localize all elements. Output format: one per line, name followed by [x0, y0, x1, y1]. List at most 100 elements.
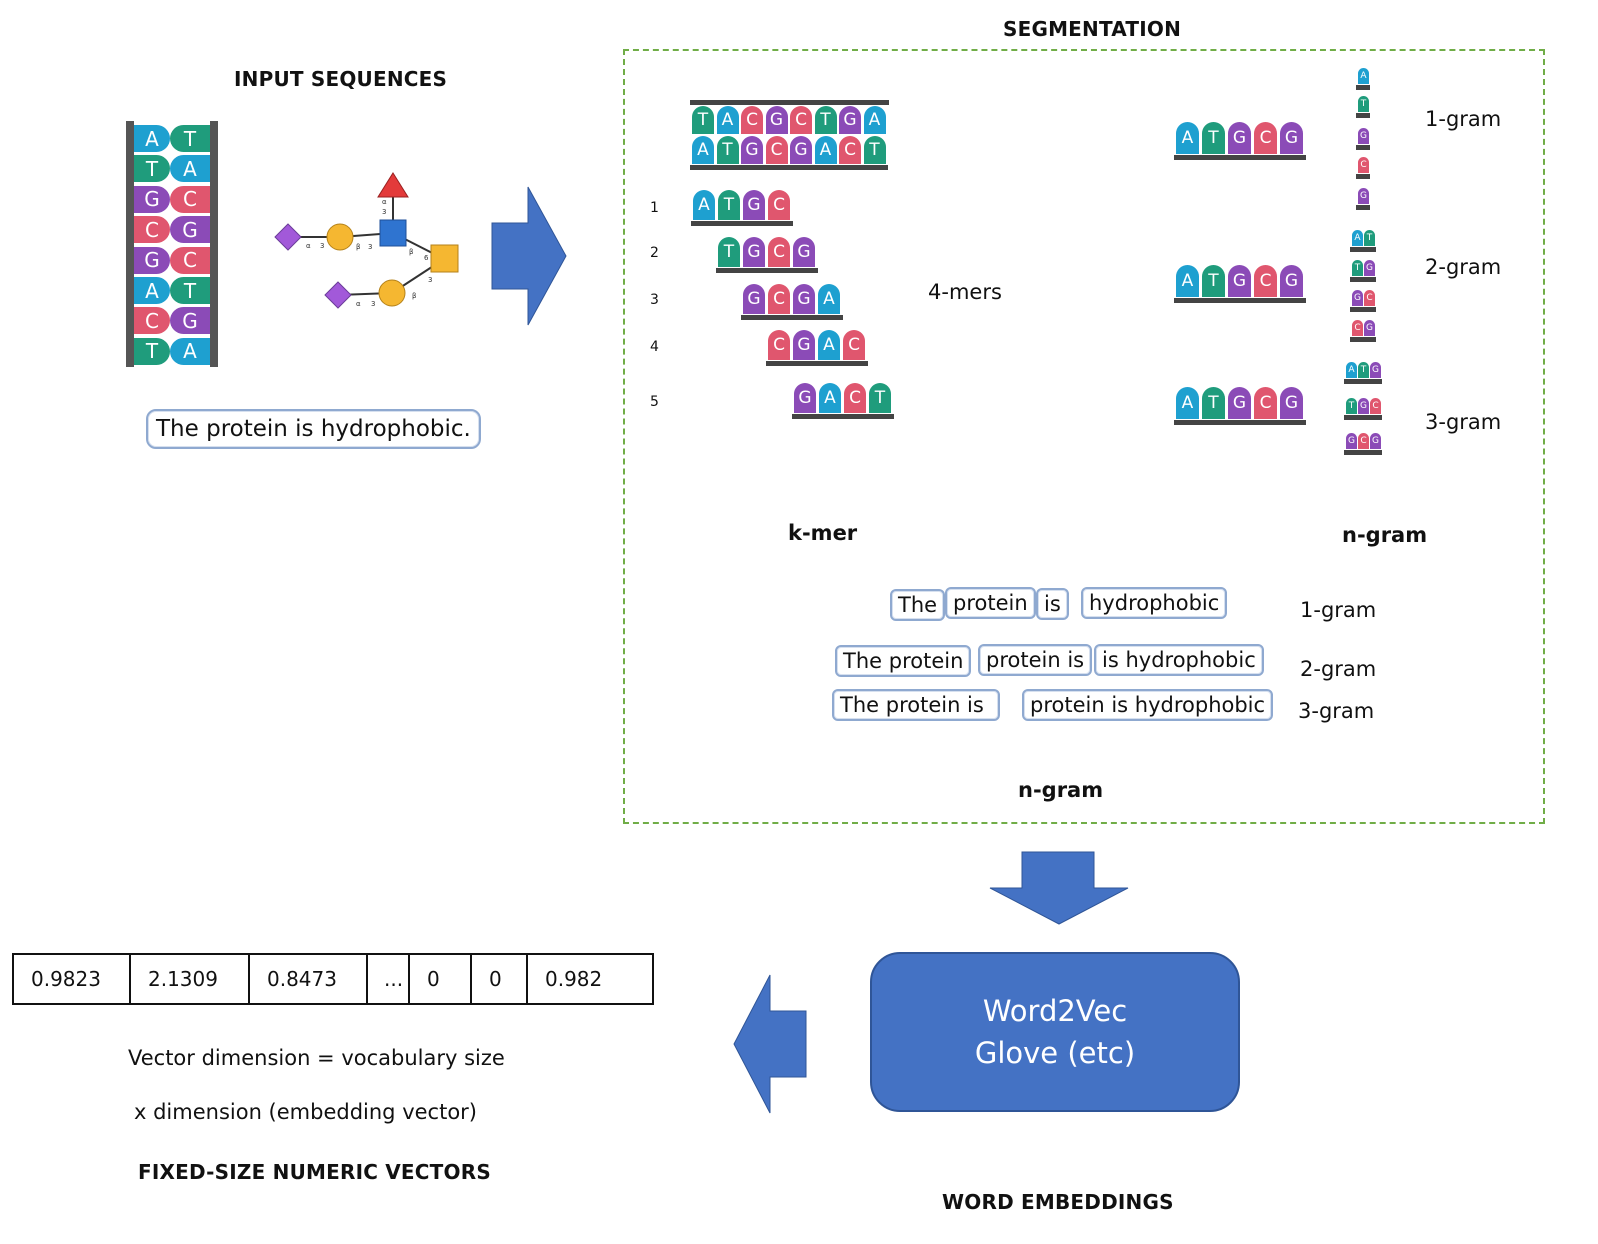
- nucleotide-strand: G: [1356, 128, 1370, 150]
- nucleotide-tile-C: C: [790, 106, 812, 134]
- segmentation-heading: SEGMENTATION: [1003, 17, 1182, 41]
- fixed-size-vectors-heading: FIXED-SIZE NUMERIC VECTORS: [138, 1160, 491, 1184]
- dna-base-A: A: [170, 155, 210, 183]
- nucleotide-tile-T: T: [1352, 260, 1363, 276]
- ngram-token: The protein is: [832, 689, 1000, 721]
- ngram-token: The: [890, 589, 946, 621]
- strand-backbone: [1350, 277, 1376, 282]
- vector-note-dimension: Vector dimension = vocabulary size: [128, 1046, 505, 1070]
- nucleotide-tile-G: G: [1358, 398, 1369, 414]
- nucleotide-tile-A: A: [692, 136, 714, 164]
- nucleotide-tile-G: G: [1370, 433, 1381, 449]
- dna-base-A: A: [170, 337, 210, 365]
- nucleotide-tile-A: A: [819, 383, 841, 413]
- nucleotide-tile-G: G: [790, 136, 812, 164]
- nucleotide-tile-T: T: [1358, 362, 1369, 378]
- ngram-token: protein is hydrophobic: [1022, 689, 1274, 721]
- strand-backbone: [690, 100, 889, 105]
- nucleotide-tile-G: G: [765, 106, 788, 134]
- input-sequences-heading: INPUT SEQUENCES: [234, 67, 448, 91]
- galnac-square-icon: [430, 244, 459, 273]
- nucleotide-tile-C: C: [1352, 320, 1363, 336]
- nucleotide-tile-G: G: [793, 284, 815, 314]
- glycan-linkage-label: α: [382, 198, 387, 206]
- embedding-model-line1: Word2Vec: [982, 994, 1128, 1028]
- strand-backbone: [1356, 145, 1370, 150]
- strand-backbone: [766, 361, 868, 366]
- glycan-linkage-label: 3: [371, 300, 375, 308]
- nucleotide-tile-G: G: [1364, 260, 1375, 276]
- glycan-linkage-label: β: [356, 243, 360, 251]
- nucleotide-tile-C: C: [844, 383, 866, 413]
- nucleotide-tile-G: G: [1228, 122, 1251, 154]
- word-embedding-model-box: Word2Vec Glove (etc): [870, 952, 1240, 1112]
- nucleotide-tile-T: T: [716, 136, 739, 164]
- dna-base-C: C: [170, 185, 210, 213]
- segmentation-panel: [623, 49, 1545, 824]
- nucleotide-tile-A: A: [1176, 122, 1199, 154]
- nucleotide-tile-G: G: [741, 136, 763, 164]
- nucleotide-tile-T: T: [863, 136, 886, 164]
- nucleotide-tile-C: C: [1254, 265, 1277, 297]
- nucleotide-tile-C: C: [741, 106, 763, 134]
- strand-backbone: [1174, 155, 1306, 160]
- glycan-linkage-label: 3: [320, 242, 324, 250]
- galactose-circle-icon: [378, 279, 406, 307]
- strand-backbone: [1344, 415, 1382, 420]
- nucleotide-tile-T: T: [692, 106, 714, 134]
- ngram-dna-label: 3-gram: [1425, 410, 1502, 434]
- nucleotide-tile-C: C: [768, 330, 790, 360]
- kmer-row-index: 2: [650, 245, 659, 261]
- ngram-token: hydrophobic: [1081, 587, 1228, 619]
- ngram-dna-label: 2-gram: [1425, 255, 1502, 279]
- glycan-linkage-label: β: [409, 248, 413, 256]
- dna-base-A: A: [134, 277, 170, 304]
- nucleotide-tile-A: A: [814, 136, 837, 164]
- nucleotide-tile-G: G: [839, 106, 861, 134]
- nucleotide-tile-G: G: [1280, 265, 1303, 297]
- fucose-triangle-icon: [377, 172, 409, 198]
- nucleotide-tile-G: G: [793, 330, 815, 360]
- strand-backbone: [1174, 298, 1306, 303]
- nucleotide-tile-G: G: [1370, 362, 1381, 378]
- ngram-token: The protein: [835, 645, 972, 677]
- nucleotide-tile-T: T: [718, 190, 740, 220]
- nucleotide-tile-A: A: [863, 106, 886, 134]
- vector-cell: 0.8473: [250, 955, 368, 1003]
- strand-backbone: [1344, 450, 1382, 455]
- dna-base-T: T: [134, 155, 170, 183]
- vector-cell: 0.9823: [14, 955, 131, 1003]
- nucleotide-tile-A: A: [818, 284, 840, 314]
- nucleotide-tile-C: C: [1254, 122, 1277, 154]
- nucleotide-tile-G: G: [794, 383, 816, 413]
- vector-cell: 0.982: [545, 967, 603, 991]
- strand-backbone: [690, 165, 888, 170]
- dna-base-G: G: [170, 307, 210, 335]
- nucleotide-strand: T: [1356, 96, 1370, 118]
- nucleotide-tile-G: G: [743, 284, 765, 314]
- nucleotide-tile-G: G: [1364, 320, 1375, 336]
- glycan-linkage-label: α: [306, 242, 311, 250]
- vector-cell-ellipsis: ...: [368, 955, 410, 1003]
- nucleotide-tile-T: T: [1358, 96, 1369, 112]
- nucleotide-tile-C: C: [1370, 398, 1381, 414]
- strand-backbone: [1350, 337, 1376, 342]
- nucleotide-tile-G: G: [1358, 188, 1369, 204]
- nucleotide-tile-C: C: [1358, 157, 1369, 173]
- nucleotide-tile-G: G: [1280, 122, 1303, 154]
- nucleotide-tile-A: A: [818, 330, 840, 360]
- kmer-row-index: 4: [650, 339, 659, 355]
- dna-base-C: C: [134, 216, 170, 244]
- nucleotide-tile-A: A: [1176, 387, 1199, 419]
- nucleotide-tile-C: C: [839, 136, 861, 164]
